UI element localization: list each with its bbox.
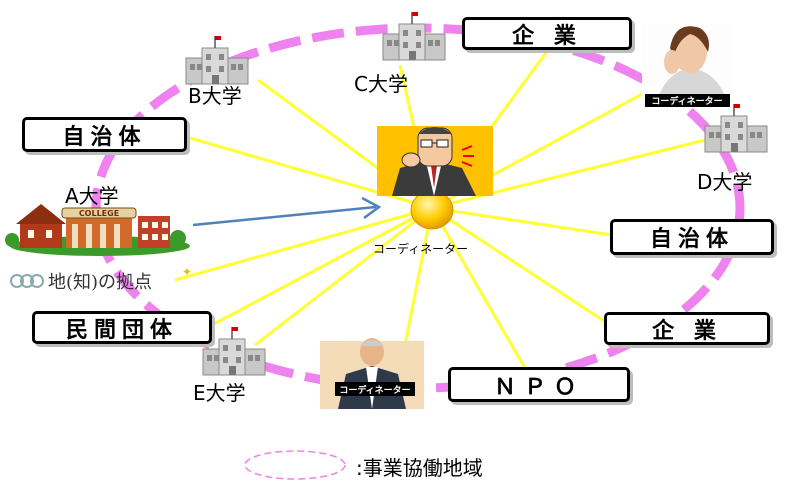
- coordinator-photo-1: コーディネーター: [642, 24, 730, 107]
- building-icon-b: [185, 35, 249, 85]
- college-illustration: COLLEGE: [5, 204, 190, 256]
- arrow-line: [192, 205, 377, 227]
- hub-circle: [410, 190, 454, 230]
- legend-text: :事業協働地域: [356, 456, 483, 480]
- coordinator-caption-1: コーディネーター: [651, 95, 722, 107]
- building-icon-c: [382, 11, 446, 61]
- coordinator-photo-2: コーディネーター: [320, 338, 424, 409]
- box-npo: ＮＰＯ: [448, 367, 630, 402]
- box-jichitai-right: 自治体: [610, 219, 774, 255]
- box-kigyo-top: 企 業: [462, 17, 632, 50]
- chi-no-kyoten-logo: 地(知)の拠点 ✦: [10, 265, 192, 293]
- box-kigyo-right: 企 業: [604, 312, 770, 345]
- sparkle-icon: ✦: [182, 265, 192, 279]
- logo-text: 地(知)の拠点: [48, 272, 152, 293]
- arrow-head: [361, 196, 382, 220]
- label-univ-e: E大学: [193, 381, 246, 405]
- label-univ-b: B大学: [188, 84, 242, 108]
- box-minkan: 民間団体: [32, 311, 212, 344]
- building-icon-d: [704, 103, 768, 153]
- label-univ-c: C大学: [354, 72, 408, 96]
- label-univ-d: D大学: [697, 170, 753, 194]
- building-icon-e: [202, 326, 266, 376]
- legend-ring: [244, 450, 346, 480]
- coordinator-caption-2: コーディネーター: [339, 384, 410, 396]
- label-univ-a: A大学: [65, 184, 119, 208]
- box-jichitai-left: 自治体: [22, 117, 187, 152]
- college-sign: COLLEGE: [79, 209, 119, 218]
- central-coordinator-image: [377, 126, 493, 196]
- hub-caption: コーディネーター: [373, 242, 469, 256]
